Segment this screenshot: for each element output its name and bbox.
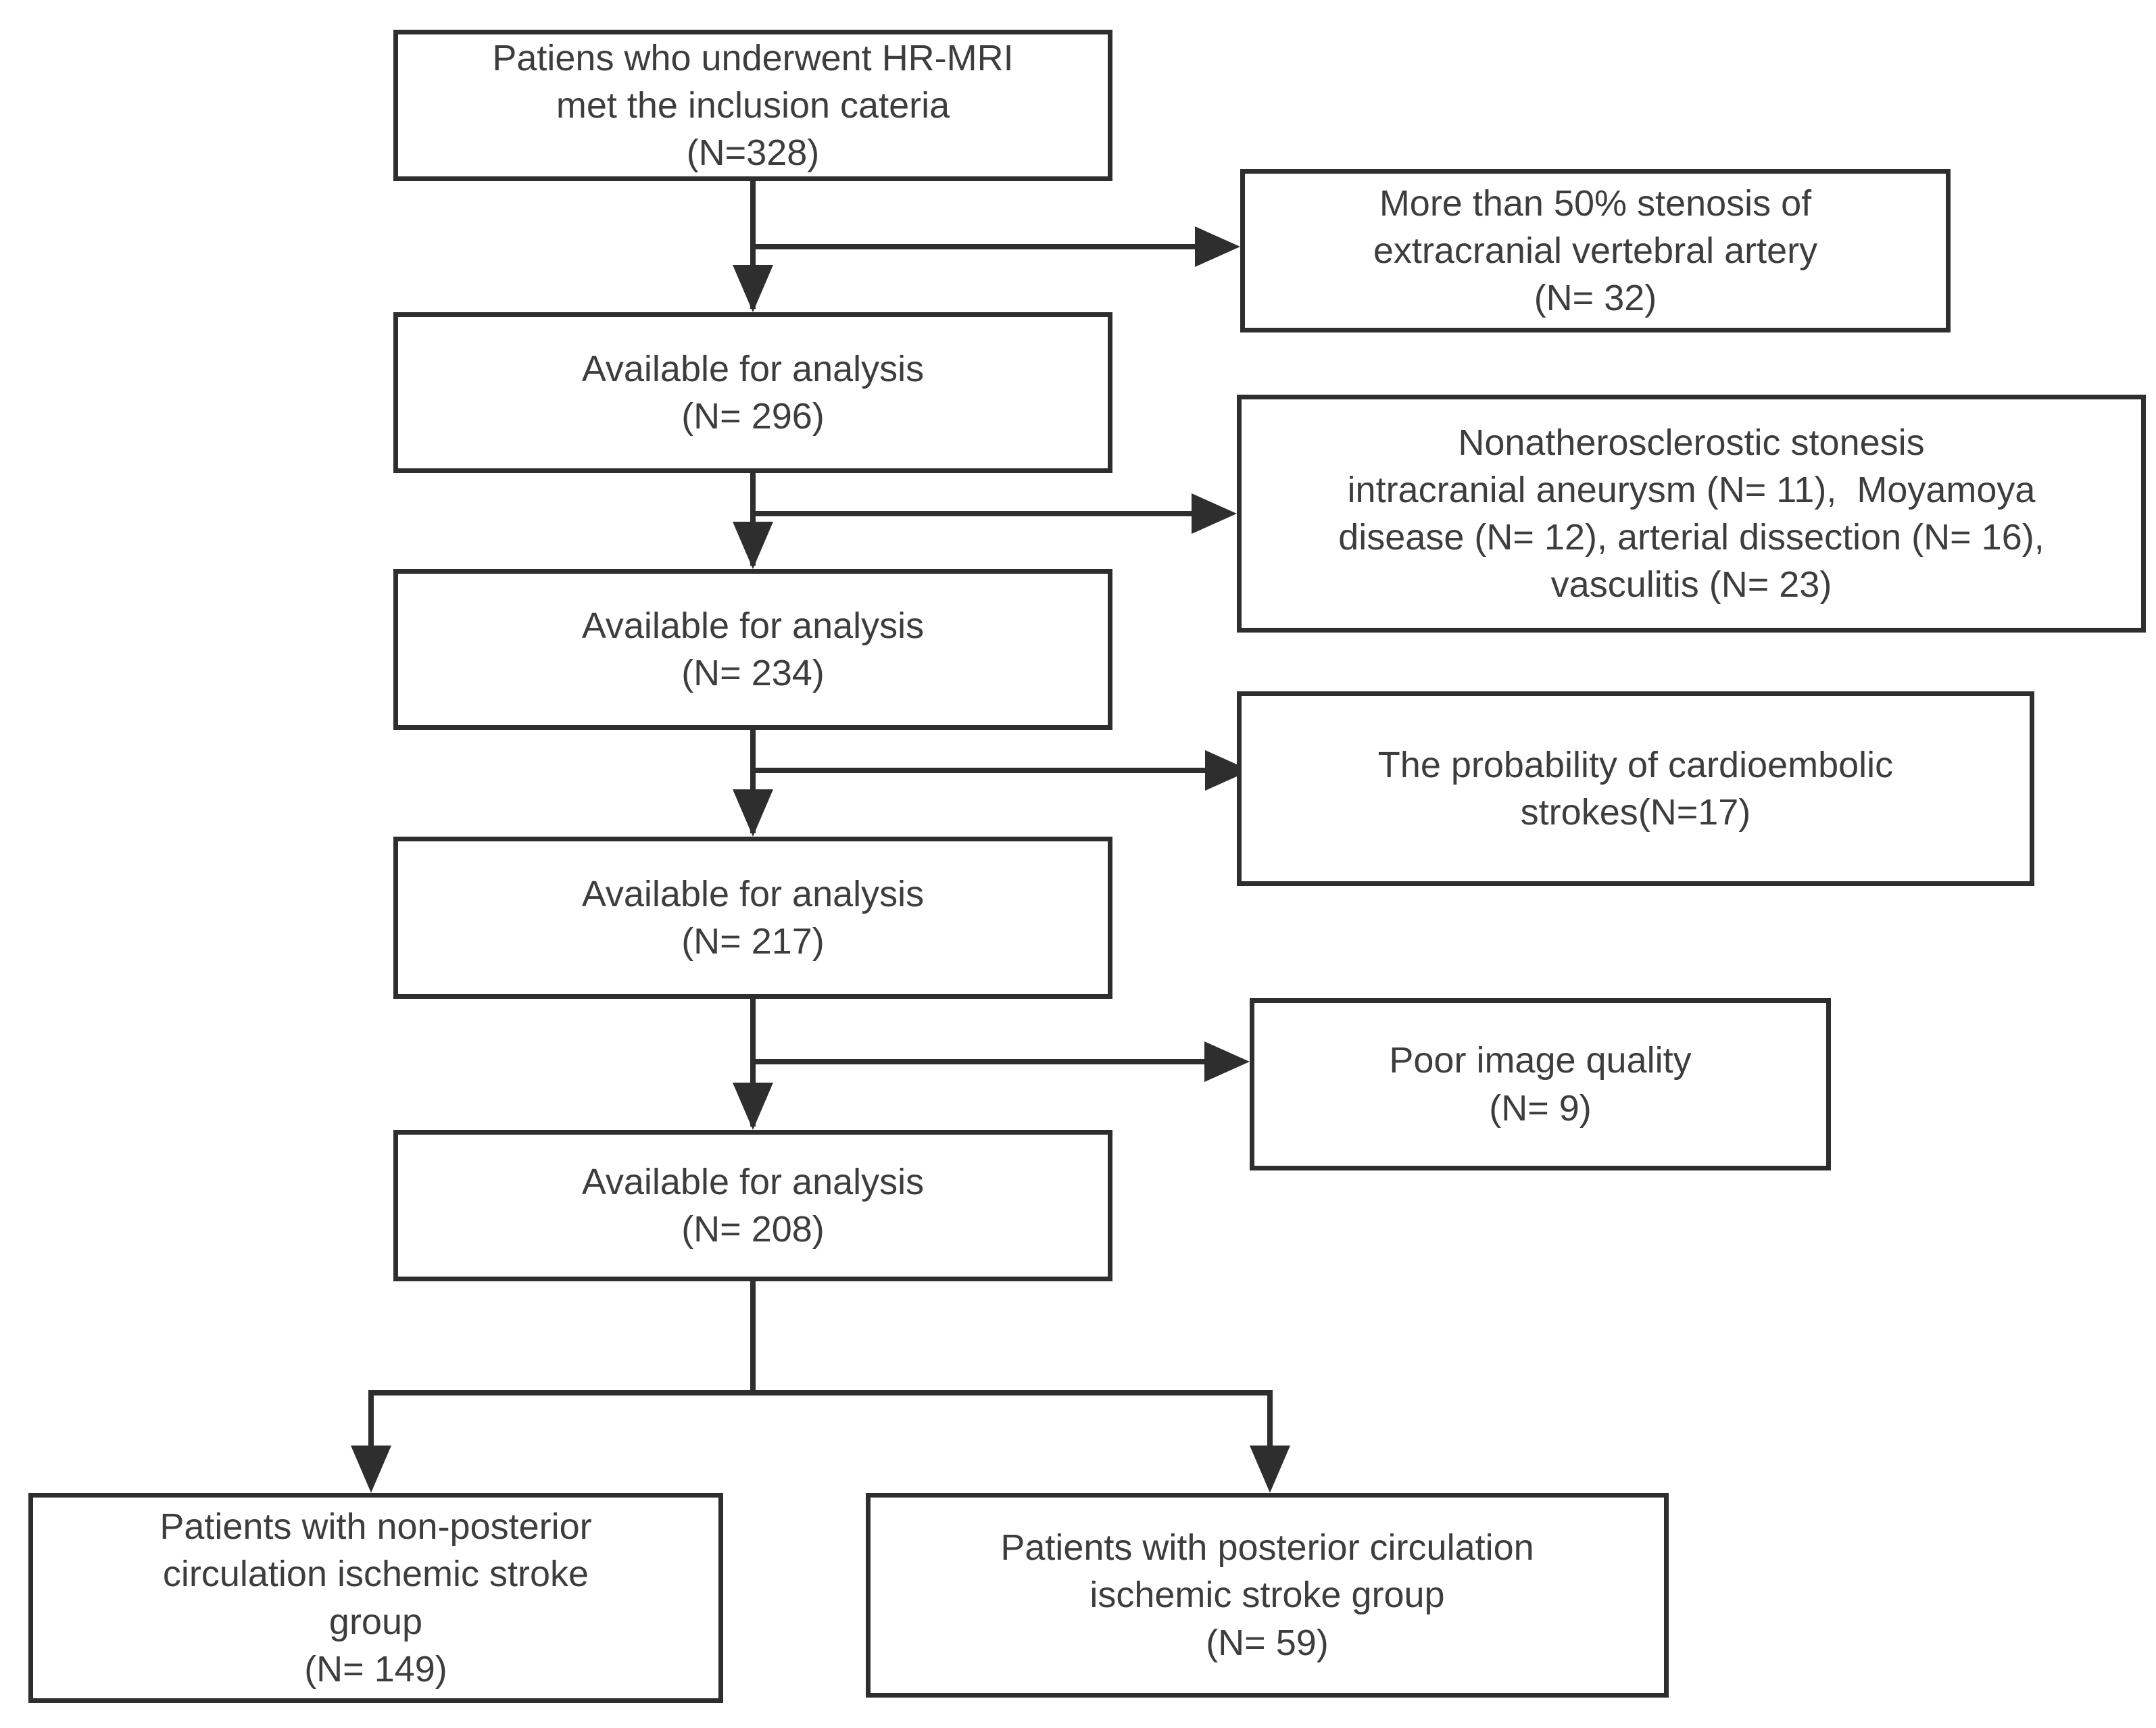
arrow-available234-to-available217 (733, 726, 773, 837)
node-available-296-text: Available for analysis (N= 296) (581, 348, 925, 437)
node-excluded-cardioembolic-text: The probability of cardioembolic strokes… (1377, 744, 1894, 833)
node-excluded-stenosis: More than 50% stenosis of extracranial v… (1240, 169, 1951, 332)
arrow-branch-excluded-nonatherosclerotic (753, 493, 1237, 534)
node-available-296: Available for analysis (N= 296) (393, 312, 1112, 473)
node-excluded-nonatherosclerotic: Nonatherosclerostic stonesis intracrania… (1237, 395, 2146, 633)
arrow-split-to-groups (351, 1281, 1290, 1493)
arrow-branch-excluded-poor-image (753, 1041, 1250, 1082)
node-excluded-cardioembolic: The probability of cardioembolic strokes… (1237, 691, 2034, 886)
node-available-217: Available for analysis (N= 217) (393, 837, 1112, 999)
node-available-208-text: Available for analysis (N= 208) (581, 1161, 925, 1250)
node-excluded-stenosis-text: More than 50% stenosis of extracranial v… (1373, 182, 1818, 319)
node-available-217-text: Available for analysis (N= 217) (581, 873, 925, 962)
node-excluded-poor-image: Poor image quality (N= 9) (1250, 998, 1831, 1170)
arrow-available296-to-available234 (733, 473, 773, 569)
node-available-234: Available for analysis (N= 234) (393, 569, 1112, 730)
node-excluded-poor-image-text: Poor image quality (N= 9) (1389, 1040, 1692, 1129)
node-inclusion-text: Patiens who underwent HR-MRI met the inc… (492, 37, 1014, 174)
arrow-branch-excluded-stenosis (753, 226, 1240, 267)
node-inclusion: Patiens who underwent HR-MRI met the inc… (393, 30, 1112, 181)
node-available-208: Available for analysis (N= 208) (393, 1130, 1112, 1281)
node-non-posterior-group-text: Patients with non-posterior circulation … (160, 1506, 592, 1689)
node-posterior-group: Patients with posterior circulation isch… (866, 1493, 1669, 1698)
node-excluded-nonatherosclerotic-text: Nonatherosclerostic stonesis intracrania… (1338, 422, 2044, 606)
node-posterior-group-text: Patients with posterior circulation isch… (1000, 1527, 1534, 1663)
node-non-posterior-group: Patients with non-posterior circulation … (28, 1493, 723, 1703)
node-available-234-text: Available for analysis (N= 234) (581, 605, 925, 693)
arrow-branch-excluded-cardioembolic (753, 750, 1250, 791)
